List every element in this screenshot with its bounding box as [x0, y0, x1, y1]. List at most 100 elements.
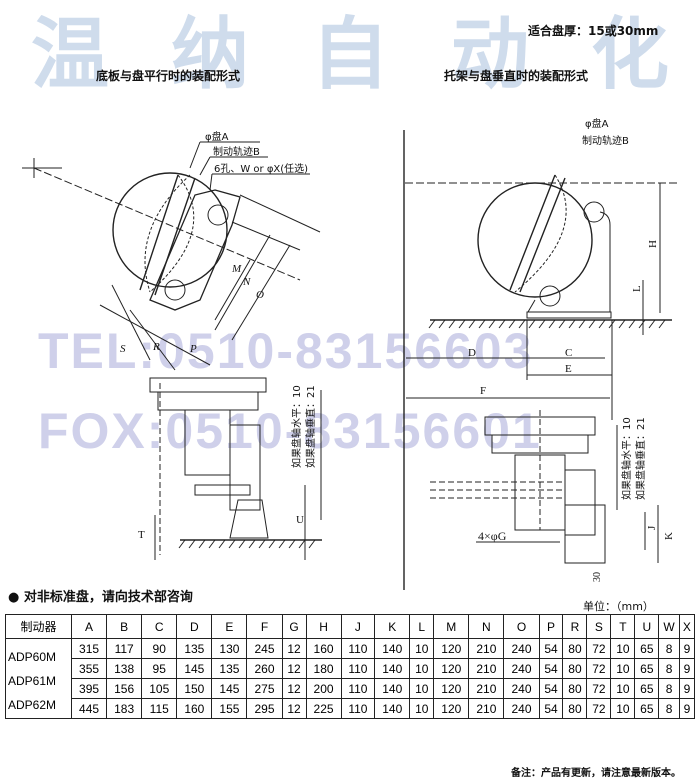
disc-diameter-label: φ盘A	[585, 117, 609, 130]
table-cell: 135	[211, 658, 248, 679]
brake-disc	[112, 172, 228, 288]
dim-U: U	[296, 514, 304, 526]
brake-track-label: 制动轨迹B	[582, 134, 629, 147]
thickness-note: 适合盘厚：15或30mm	[528, 24, 659, 38]
table-cell: 9	[678, 638, 696, 659]
dim-P: P	[189, 343, 197, 355]
table-cell: 10	[610, 698, 636, 719]
table-cell: 72	[586, 698, 612, 719]
dim-H: H	[647, 240, 659, 248]
table-cell: 240	[503, 678, 540, 699]
table-cell: 9	[678, 658, 696, 679]
dim-30: 30	[592, 572, 603, 582]
watermark-char: 自	[310, 10, 389, 100]
table-cell: 72	[586, 678, 612, 699]
table-cell: 225	[305, 698, 342, 719]
column-header: S	[586, 614, 612, 639]
bolt-holes-label: 4×φG	[478, 529, 507, 543]
table-cell: 155	[211, 698, 248, 719]
shaft-note-horizontal: 如果盘轴水平：10	[290, 385, 303, 468]
left-drawing-labels: φ盘A 制动轨迹B 6孔、W or φX(任选) M N O S R P T U…	[120, 130, 317, 541]
table-cell: 80	[562, 658, 588, 679]
table-cell: 120	[433, 638, 470, 659]
table-cell: 295	[246, 698, 283, 719]
table-cell: 72	[586, 638, 612, 659]
table-cell: 200	[305, 678, 342, 699]
table-cell: 65	[634, 638, 660, 659]
watermark-char: 温	[30, 10, 109, 100]
table-cell: 120	[433, 678, 470, 699]
table-cell: 8	[658, 638, 680, 659]
column-header: R	[562, 614, 588, 639]
column-header: N	[468, 614, 505, 639]
dim-C: C	[565, 347, 572, 359]
table-cell: 10	[610, 678, 636, 699]
table-cell: 110	[340, 678, 376, 699]
table-cell: 210	[468, 658, 505, 679]
table-cell: 8	[658, 658, 680, 679]
dim-L: L	[631, 285, 643, 292]
nonstandard-note: ● 对非标准盘，请向技术部咨询	[8, 590, 193, 605]
table-cell: 8	[658, 678, 680, 699]
table-cell: 140	[374, 658, 411, 679]
shaft-note-horizontal: 如果盘轴水平：10	[620, 417, 633, 500]
brake-track-label: 制动轨迹B	[213, 145, 260, 158]
table-cell: 160	[305, 638, 342, 659]
dim-K: K	[663, 532, 675, 540]
table-cell: 130	[211, 638, 248, 659]
column-header: A	[70, 614, 108, 639]
table-cell: 12	[281, 638, 307, 659]
table-cell: 9	[678, 698, 696, 719]
table-cell: 183	[106, 698, 143, 719]
table-cell: 240	[503, 698, 540, 719]
column-header: J	[340, 614, 376, 639]
table-cell: 180	[305, 658, 342, 679]
table-cell: 117	[106, 638, 143, 659]
technical-drawings: φ盘A 制动轨迹B 6孔、W or φX(任选) M N O S R P T U…	[22, 117, 678, 590]
table-cell: 72	[586, 658, 612, 679]
column-header: X	[678, 614, 696, 639]
table-cell: 10	[409, 658, 435, 679]
table-cell: 80	[562, 638, 588, 659]
model-name: ADP62M	[8, 697, 57, 712]
table-cell: 65	[634, 698, 660, 719]
model-name: ADP61M	[8, 673, 57, 688]
table-cell: 150	[176, 678, 213, 699]
table-cell: 160	[176, 698, 213, 719]
table-cell: 90	[141, 638, 178, 659]
table-cell: 140	[374, 678, 411, 699]
dim-O: O	[256, 289, 264, 301]
table-cell: 10	[409, 638, 435, 659]
column-header: E	[211, 614, 248, 639]
watermark-char: 纳	[170, 10, 249, 100]
dim-T: T	[138, 529, 145, 541]
table-cell: 110	[340, 698, 376, 719]
table-cell: 12	[281, 658, 307, 679]
table-cell: 210	[468, 698, 505, 719]
table-cell: 65	[634, 658, 660, 679]
column-header: O	[503, 614, 540, 639]
table-cell: 355	[70, 658, 108, 679]
table-cell: 54	[538, 638, 564, 659]
table-cell: 110	[340, 658, 376, 679]
dim-E: E	[565, 363, 572, 375]
column-header: G	[281, 614, 307, 639]
left-drawing-title: 底板与盘平行时的装配形式	[96, 69, 241, 83]
dim-N: N	[242, 276, 251, 288]
table-cell: 12	[281, 678, 307, 699]
dim-F: F	[480, 385, 486, 397]
brake-disc	[477, 182, 593, 298]
left-drawing	[22, 141, 322, 560]
table-cell: 10	[409, 678, 435, 699]
dim-J: J	[646, 525, 658, 530]
column-header: 制动器	[5, 614, 72, 639]
table-cell: 105	[141, 678, 178, 699]
footer-remark: 备注：产品有更新，请注意最新版本。	[511, 768, 681, 779]
dim-R: R	[152, 341, 160, 353]
table-cell: 210	[468, 678, 505, 699]
